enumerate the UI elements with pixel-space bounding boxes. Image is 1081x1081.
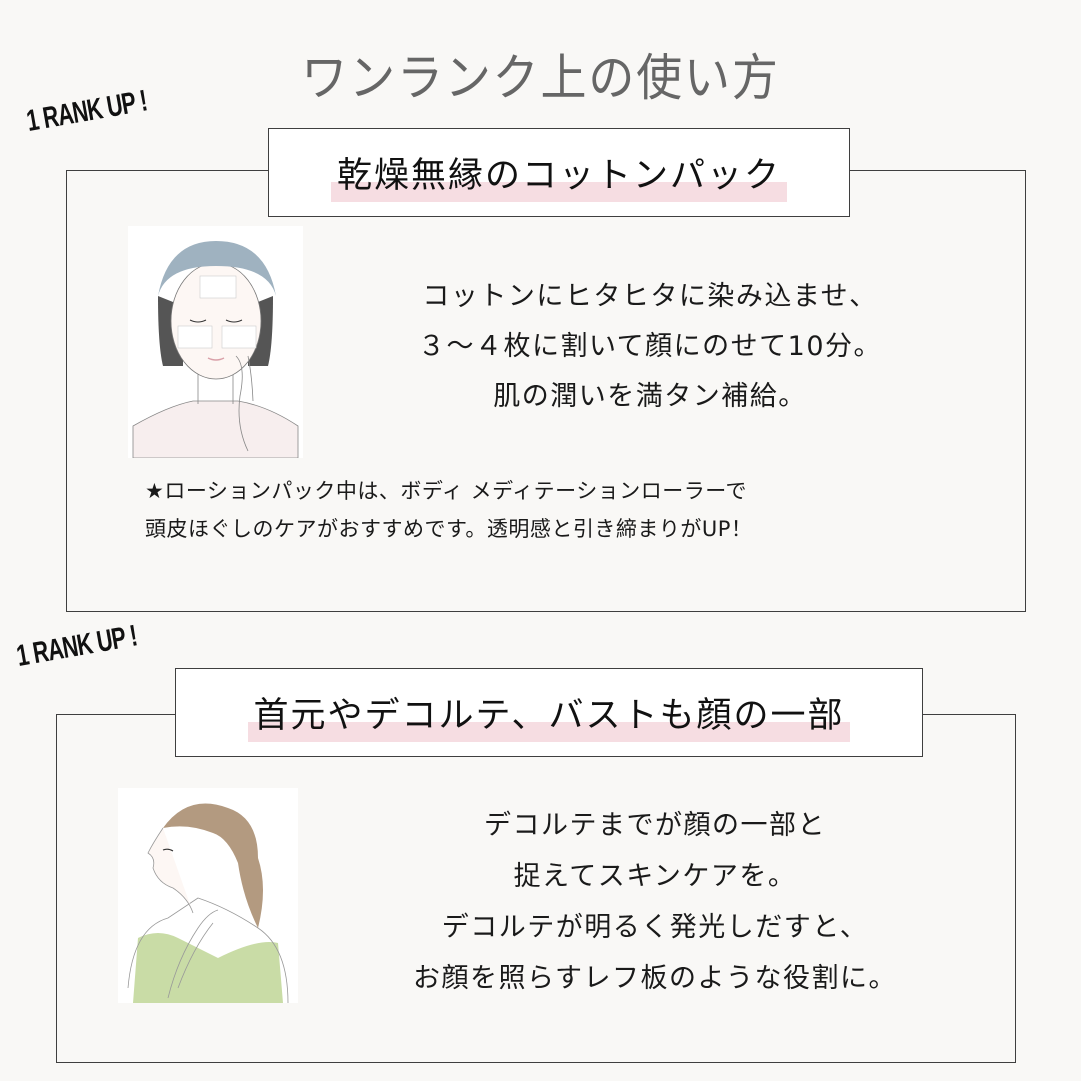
woman-face-icon bbox=[132, 241, 299, 459]
page-title: ワンランク上の使い方 bbox=[301, 49, 780, 107]
section-2-body: デコルテまでが顔の一部と 捉えてスキンケアを。 デコルテが明るく発光しだすと、 … bbox=[330, 800, 980, 1004]
section-1-body: コットンにヒタヒタに染み込ませ、 ３～４枚に割いて顔にのせて10分。 肌の潤いを… bbox=[330, 272, 970, 422]
body-line: 捉えてスキンケアを。 bbox=[513, 861, 797, 892]
body-line: ３～４枚に割いて顔にのせて10分。 bbox=[417, 331, 883, 362]
note-line: ★ローションパック中は、ボディ メディテーションローラーで bbox=[145, 479, 747, 503]
section-1-heading: 乾燥無縁のコットンパック bbox=[330, 147, 788, 202]
body-line: お顔を照らすレフ板のような役割に。 bbox=[413, 963, 897, 994]
section-2-heading: 首元やデコルテ、バストも顔の一部 bbox=[247, 687, 851, 742]
body-line: デコルテが明るく発光しだすと、 bbox=[441, 912, 869, 943]
section-1-heading-box: 乾燥無縁のコットンパック bbox=[268, 128, 850, 217]
woman-profile-icon bbox=[127, 803, 289, 1004]
cotton-pack-illustration bbox=[128, 226, 303, 459]
body-line: デコルテまでが顔の一部と bbox=[484, 810, 826, 841]
body-line: 肌の潤いを満タン補給。 bbox=[493, 381, 807, 412]
section-2-heading-box: 首元やデコルテ、バストも顔の一部 bbox=[175, 668, 923, 757]
note-line: 頭皮ほぐしのケアがおすすめです。透明感と引き締まりがUP！ bbox=[145, 517, 753, 541]
body-line: コットンにヒタヒタに染み込ませ、 bbox=[422, 281, 878, 312]
decollete-illustration bbox=[118, 788, 298, 1004]
section-1-note: ★ローションパック中は、ボディ メディテーションローラーで 頭皮ほぐしのケアがお… bbox=[145, 472, 1005, 548]
rank-up-badge-2: 1 RANK UP ! bbox=[14, 619, 140, 674]
